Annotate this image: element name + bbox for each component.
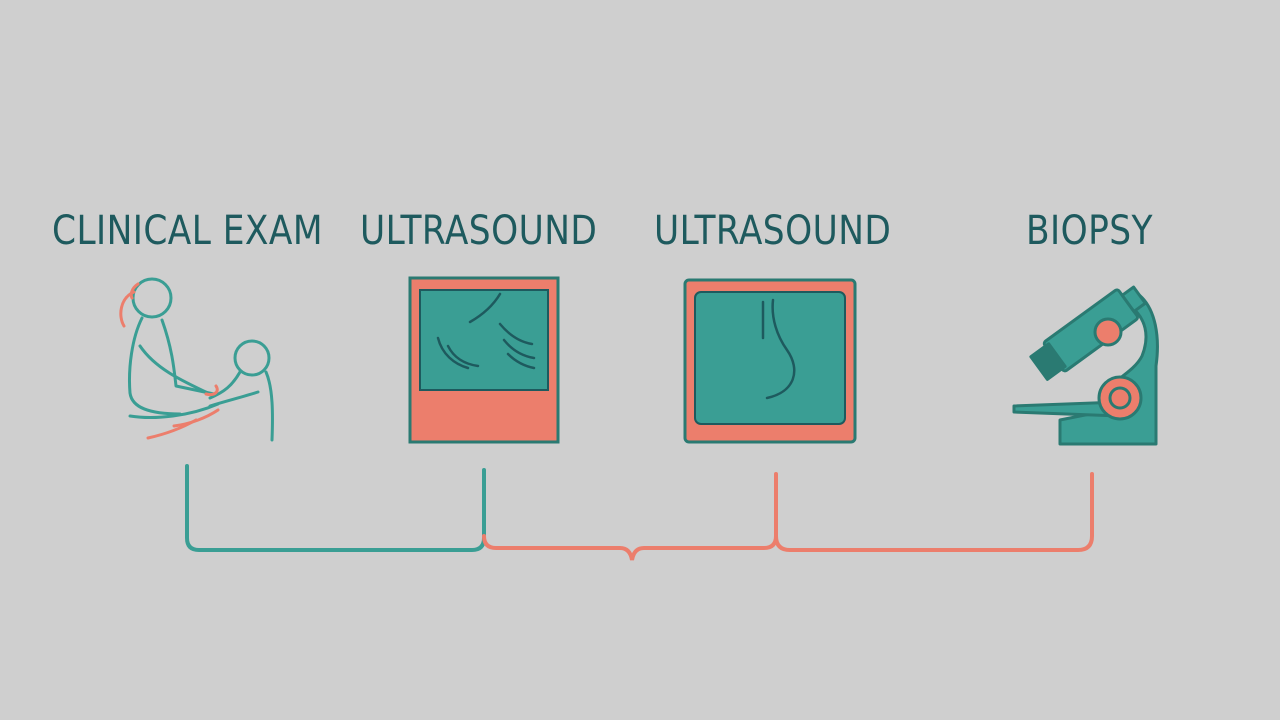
ultrasound-curly-brace bbox=[482, 472, 778, 561]
ultrasound-biopsy-bracket bbox=[774, 472, 1094, 552]
ultrasound-screen-icon bbox=[683, 278, 857, 444]
clinical-exam-icon bbox=[119, 277, 274, 442]
step-label-clinical-exam: CLINICAL EXAM bbox=[52, 208, 323, 254]
step-label-ultrasound-1: ULTRASOUND bbox=[360, 208, 598, 254]
microscope-icon bbox=[1012, 285, 1159, 446]
ultrasound-screen-icon bbox=[408, 276, 560, 444]
step-label-ultrasound-2: ULTRASOUND bbox=[654, 208, 892, 254]
clinical-ultrasound-bracket bbox=[185, 464, 486, 552]
step-label-biopsy: BIOPSY bbox=[1026, 208, 1153, 254]
